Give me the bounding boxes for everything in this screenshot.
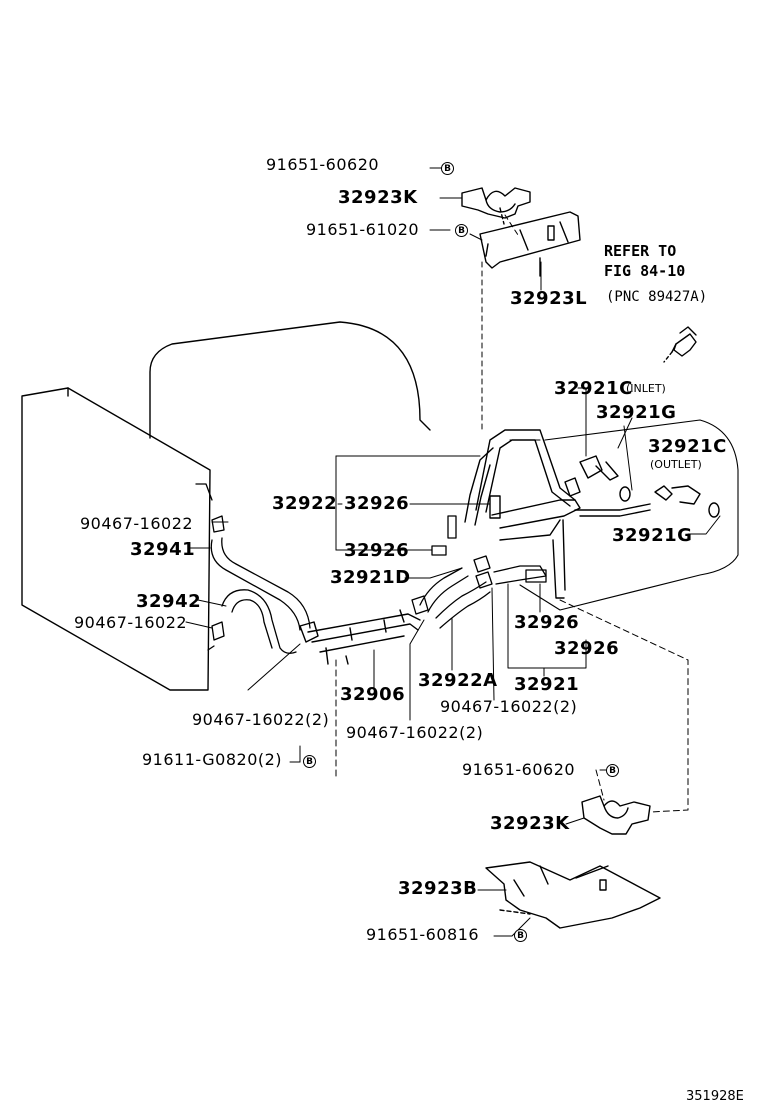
label-32922: 32922 [272,493,338,514]
label-32921G-a: 32921G [596,402,677,423]
label-32923B: 32923B [398,878,478,899]
label-32926-b: 32926 [344,540,410,561]
diagram-code: 351928E [686,1089,744,1104]
label-32923K-low: 32923K [490,813,570,834]
refer-line-1: REFER TO [604,242,677,260]
refer-line-2: FIG 84-10 [604,262,686,280]
label-90467-16022-b: 90467-16022 [74,613,188,632]
label-32921D: 32921D [330,567,411,588]
label-32923L: 32923L [510,288,588,309]
label-32906: 32906 [340,684,406,705]
badge-b-5: B [514,929,527,942]
label-90467-16022-2a: 90467-16022(2) [440,697,578,716]
label-91651-60620-top: 91651-60620 [266,155,380,174]
badge-b-1: B [441,162,454,175]
badge-b-2: B [455,224,468,237]
note-outlet: (OUTLET) [650,458,702,471]
label-90467-16022-2b: 90467-16022(2) [192,710,330,729]
label-90467-16022-a: 90467-16022 [80,514,194,533]
label-32942: 32942 [136,591,202,612]
leader-lines [185,167,721,937]
badge-b-3: B [303,755,316,768]
bracket-32923L [479,211,581,277]
note-inlet: (INLET) [626,382,666,395]
hoses-middle [411,515,547,629]
bracket-32923K-low [581,795,651,835]
label-32926-a: 32926 [344,493,410,514]
hoses-left [195,483,311,654]
inlet-fitting [663,326,697,363]
pipe-32906 [299,609,421,665]
label-91651-60620-low: 91651-60620 [462,760,576,779]
label-32921G-b: 32921G [612,525,693,546]
label-32926-d: 32926 [554,638,620,659]
label-32921C-outlet: 32921C [648,436,727,457]
label-32941: 32941 [130,539,196,560]
label-32922A: 32922A [418,670,498,691]
label-32921C-inlet: 32921C [554,378,633,399]
label-32921: 32921 [514,674,580,695]
guide-lines-top [481,214,519,431]
label-91651-61020: 91651-61020 [306,220,420,239]
bracket-32923K-top [461,187,531,225]
radiator-panel [21,321,431,691]
fittings-32921C [564,455,720,518]
refer-line-3: (PNC 89427A) [606,289,708,305]
label-91651-60816: 91651-60816 [366,925,480,944]
label-90467-16022-2c: 90467-16022(2) [346,723,484,742]
guide-lines-low [335,599,689,813]
pipe-assembly [464,429,651,599]
badge-b-4: B [606,764,619,777]
label-91611-G0820: 91611-G0820(2) [142,750,283,769]
label-32926-c: 32926 [514,612,580,633]
bracket-32923B [485,861,661,929]
label-32923K-top: 32923K [338,187,418,208]
